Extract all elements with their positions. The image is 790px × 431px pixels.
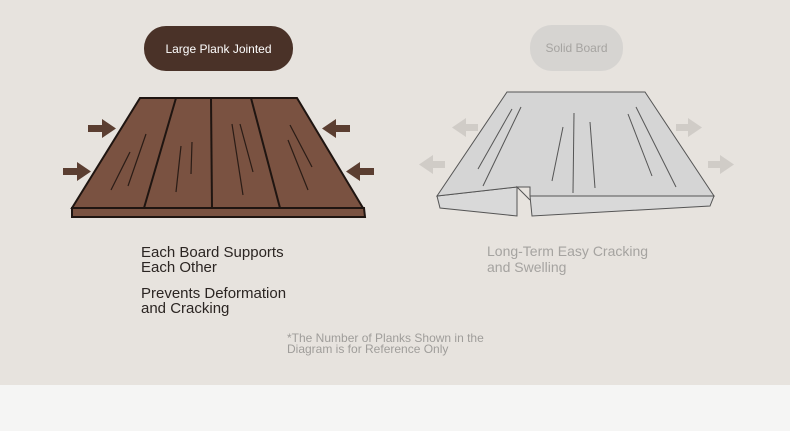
board-crack (516, 185, 531, 216)
arrow-left-icon (346, 162, 374, 181)
bottom-band (0, 385, 790, 431)
caption-line: Long-Term Easy Cracking (487, 243, 649, 259)
arrow-right-icon (88, 119, 116, 138)
arrow-right-icon (63, 162, 91, 181)
caption-line: and Swelling (487, 259, 567, 275)
arrow-left-icon (419, 155, 445, 174)
caption-line: and Cracking (141, 300, 230, 317)
plank-joint-1 (143, 97, 177, 209)
wood-grain (110, 123, 313, 196)
arrow-right-icon (676, 118, 702, 137)
solid-board-label: Solid Board (530, 25, 623, 71)
caption-line: Each Other (141, 259, 217, 276)
plank-joint-3 (250, 97, 281, 209)
solid-board-illustration (435, 91, 715, 217)
board-grain (477, 106, 677, 194)
plank-joint-2 (210, 97, 213, 209)
footnote-line: *The Number of Planks Shown in the (287, 331, 484, 345)
plank-top-face (70, 97, 365, 209)
large-plank-jointed-label: Large Plank Jointed (144, 26, 293, 71)
board-edge-right (529, 195, 715, 217)
caption-line: Each Board Supports (141, 244, 284, 261)
jointed-planks-illustration (70, 97, 367, 218)
outward-arrows (419, 118, 734, 174)
prevents-deformation-caption: Prevents Deformation and Cracking (141, 286, 286, 316)
arrow-left-icon (452, 118, 478, 137)
caption-line: Prevents Deformation (141, 285, 287, 302)
board-top-face (435, 91, 715, 197)
arrow-right-icon (708, 155, 734, 174)
cracking-swelling-caption: Long-Term Easy Cracking and Swelling (487, 243, 648, 275)
arrow-left-icon (322, 119, 350, 138)
inward-arrows (63, 119, 374, 181)
footnote-line: Diagram is for Reference Only (287, 342, 449, 356)
reference-footnote: *The Number of Planks Shown in the Diagr… (287, 331, 484, 356)
plank-base-edge (71, 207, 367, 218)
comparison-diagram (63, 91, 734, 218)
board-support-caption: Each Board Supports Each Other (141, 245, 284, 275)
